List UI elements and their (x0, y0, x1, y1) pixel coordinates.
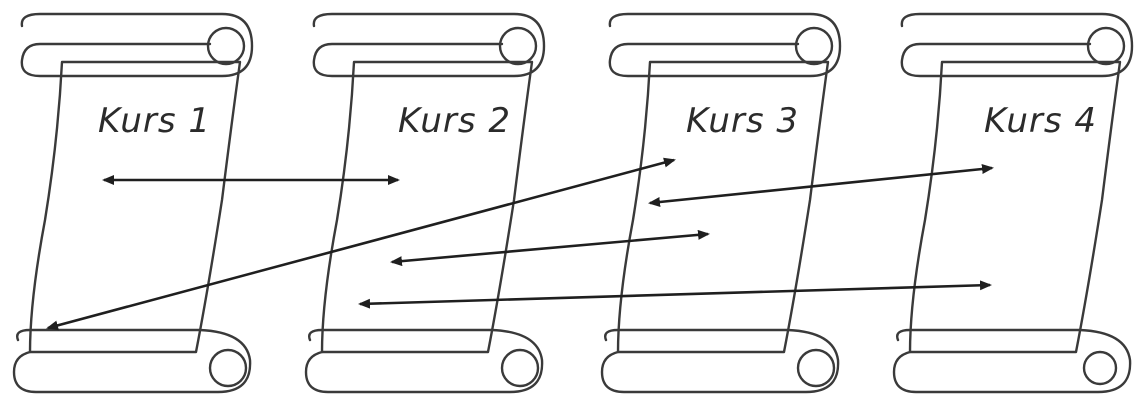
arrow-kurs2-kurs3 (390, 229, 710, 267)
scroll-title: Kurs 3 (686, 101, 799, 141)
scroll-title: Kurs 2 (398, 101, 511, 141)
scroll-title: Kurs 4 (984, 101, 1097, 141)
scroll-bottom-roll (12, 328, 252, 394)
scroll-bottom-curl (500, 348, 540, 388)
scroll-top-curl (206, 26, 246, 66)
scroll-top-roll (312, 12, 546, 78)
scroll-kurs-3: Kurs 3 (600, 12, 842, 394)
arrow-kurs1-kurs3 (46, 157, 676, 331)
scroll-top-curl (1086, 26, 1126, 66)
arrow-kurs2-kurs4 (358, 280, 992, 309)
scroll-bottom-curl (1082, 350, 1118, 386)
scroll-bottom-roll (600, 328, 840, 394)
scroll-top-roll (20, 12, 254, 78)
arrow-kurs3-kurs4 (648, 164, 994, 207)
scroll-top-curl (794, 26, 834, 66)
connection-arrows (46, 157, 994, 331)
scroll-bottom-roll (304, 328, 544, 394)
scroll-top-curl (498, 26, 538, 66)
scroll-title: Kurs 1 (98, 101, 211, 141)
scroll-bottom-curl (796, 348, 836, 388)
scroll-kurs-4: Kurs 4 (892, 12, 1134, 394)
scroll-bottom-curl (208, 348, 248, 388)
scroll-top-roll (900, 12, 1134, 78)
scroll-top-roll (608, 12, 842, 78)
scroll-bottom-roll (892, 328, 1132, 394)
scroll-kurs-1: Kurs 1 (12, 12, 254, 394)
scroll-kurs-2: Kurs 2 (304, 12, 546, 394)
